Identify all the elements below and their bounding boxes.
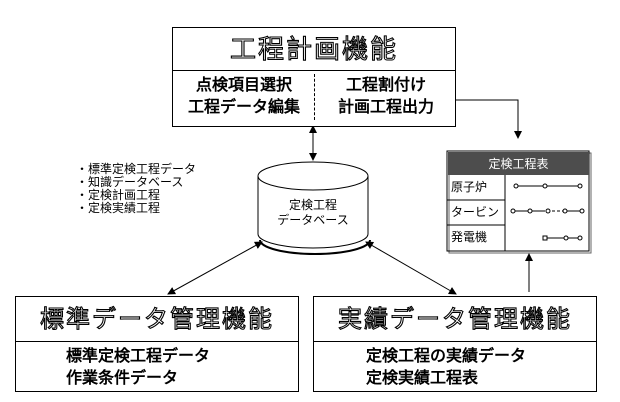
actual-data-item: 定検工程の実績データ	[366, 346, 527, 365]
database-label: 定検工程 データベース	[263, 198, 363, 228]
standard-data-divider	[16, 341, 298, 342]
standard-data-box: 標準データ管理機能 標準定検工程データ 作業条件データ	[15, 296, 299, 392]
actual-data-divider	[314, 341, 596, 342]
planning-item: 計画工程出力	[337, 97, 434, 116]
database-label-line: 定検工程	[288, 198, 337, 212]
planning-left-items: 点検項目選択 工程データ編集	[177, 74, 311, 118]
planning-right-items: 工程割付け 計画工程出力	[319, 74, 453, 118]
database-content-item: 定検計画工程	[76, 189, 196, 202]
planning-item: 工程データ編集	[187, 97, 300, 116]
actual-data-items: 定検工程の実績データ 定検実績工程表	[366, 345, 526, 389]
schedule-table-header: 定検工程表	[448, 152, 589, 175]
database-label-line: データベース	[277, 213, 349, 227]
actual-data-box: 実績データ管理機能 定検工程の実績データ 定検実績工程表	[313, 296, 597, 392]
schedule-row-label-turbine: タービン	[451, 205, 500, 219]
database-content-item: 標準定検工程データ	[76, 163, 196, 176]
arrow-actual-database	[365, 241, 457, 295]
database-content-item: 知識データベース	[76, 176, 196, 189]
planning-title: 工程計画機能	[229, 34, 398, 65]
planning-divider-h	[173, 70, 455, 71]
schedule-bar-reactor	[513, 183, 583, 189]
planning-item: 工程割付け	[345, 75, 426, 94]
database-content-item: 定検実績工程	[76, 202, 196, 215]
schedule-row-label-generator: 発電機	[451, 230, 488, 244]
schedule-bar-generator	[542, 235, 583, 241]
standard-data-item: 作業条件データ	[66, 368, 179, 387]
planning-item: 点検項目選択	[195, 75, 292, 94]
standard-data-item: 標準定検工程データ	[66, 346, 211, 365]
schedule-bar-turbine	[510, 208, 585, 214]
database-contents-list: 標準定検工程データ 知識データベース 定検計画工程 定検実績工程	[76, 163, 196, 215]
actual-data-title: 実績データ管理機能	[337, 304, 572, 333]
actual-data-item: 定検実績工程表	[366, 368, 479, 387]
standard-data-items: 標準定検工程データ 作業条件データ	[66, 345, 210, 389]
planning-function-box: 工程計画機能 点検項目選択 工程データ編集 工程割付け 計画工程出力	[172, 27, 456, 127]
arrow-planning-schedule	[454, 99, 522, 139]
arrow-standard-database	[167, 241, 263, 295]
standard-data-title: 標準データ管理機能	[39, 304, 274, 333]
schedule-row-label-reactor: 原子炉	[451, 180, 488, 194]
planning-divider-v	[314, 74, 315, 120]
database-cylinder	[257, 161, 371, 255]
